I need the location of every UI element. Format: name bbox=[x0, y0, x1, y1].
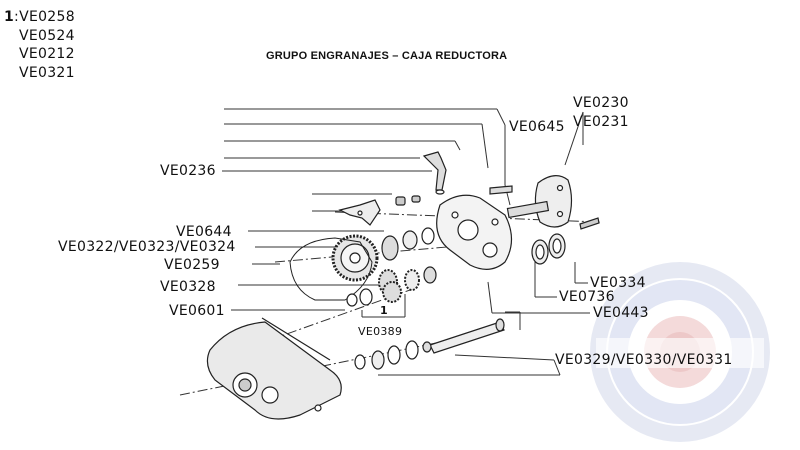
part-list-row-4: VE0321 bbox=[19, 64, 75, 81]
label-ve0259: VE0259 bbox=[164, 257, 220, 273]
part-list-row-1: 1:VE0258 bbox=[4, 9, 75, 25]
label-ve0443: VE0443 bbox=[593, 305, 649, 321]
diagram-title: GRUPO ENGRANAJES – CAJA REDUCTORA bbox=[266, 50, 508, 62]
label-ve0644: VE0644 bbox=[176, 224, 232, 240]
part-list-row-2: VE0524 bbox=[19, 27, 75, 44]
part-list: 1:VE0258 VE0524 VE0212 VE0321 bbox=[4, 8, 75, 82]
label-ve0322-group: VE0322/VE0323/VE0324 bbox=[58, 239, 236, 255]
label-ve0236: VE0236 bbox=[160, 163, 216, 179]
label-ve0329-group: VE0329/VE0330/VE0331 bbox=[555, 352, 733, 368]
watermark-emblem bbox=[590, 262, 770, 442]
label-group-marker: 1 bbox=[380, 304, 388, 317]
output-flange bbox=[506, 175, 573, 228]
part-list-row-3: VE0212 bbox=[19, 46, 75, 62]
label-ve0601: VE0601 bbox=[169, 303, 225, 319]
main-shaft bbox=[429, 318, 505, 354]
label-ve0389: VE0389 bbox=[358, 325, 403, 338]
large-gear bbox=[331, 234, 379, 282]
shift-fork bbox=[338, 199, 381, 226]
part-code: VE0258 bbox=[19, 9, 75, 25]
label-ve0230: VE0230 bbox=[573, 95, 629, 111]
leader-lines bbox=[179, 108, 601, 396]
label-ve0328: VE0328 bbox=[160, 279, 216, 295]
crankcase-half bbox=[206, 317, 342, 420]
part-drawings bbox=[206, 151, 600, 420]
label-ve0645: VE0645 bbox=[509, 119, 565, 135]
group-number: 1 bbox=[4, 9, 15, 25]
label-ve0736: VE0736 bbox=[559, 289, 615, 305]
lever-part bbox=[422, 151, 447, 195]
gearbox-cover bbox=[436, 194, 513, 270]
label-ve0231: VE0231 bbox=[573, 114, 629, 130]
label-ve0334: VE0334 bbox=[590, 275, 646, 291]
